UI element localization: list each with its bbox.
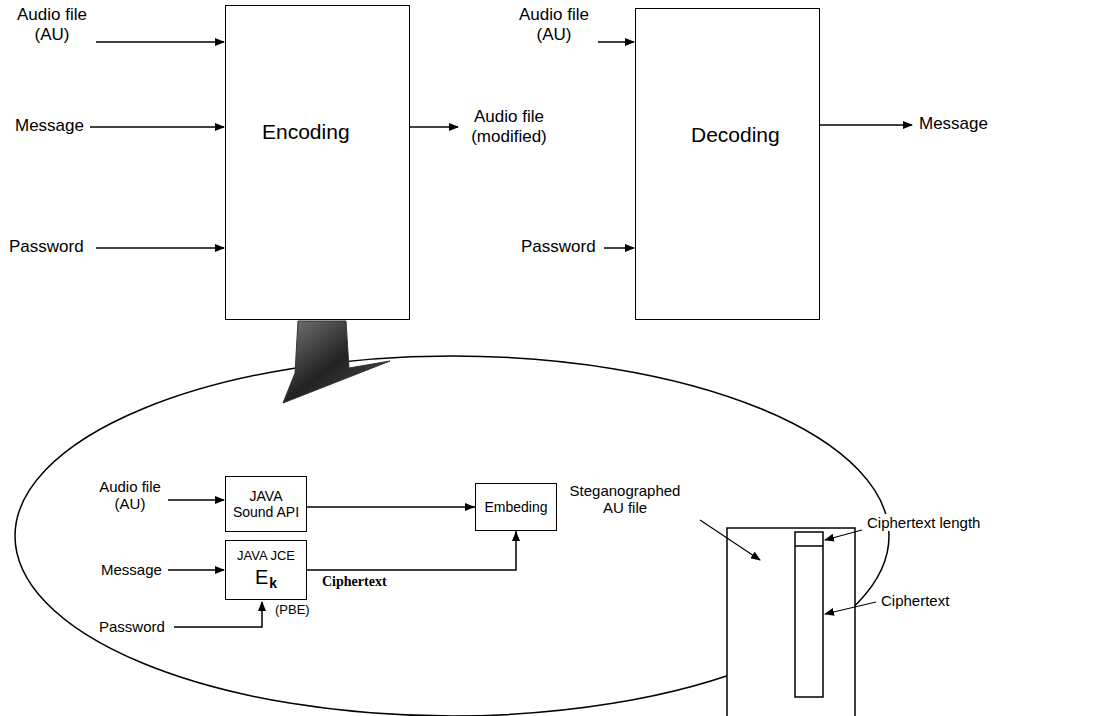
annotation-label: Audio file (AU) — [8, 5, 96, 44]
length-field-divider — [795, 545, 823, 547]
module-box: Embeding — [475, 483, 557, 531]
box-label: Embeding — [484, 499, 547, 515]
leader-lines — [700, 520, 876, 614]
annotation-label: Audio file (AU) — [510, 5, 598, 44]
payload-strip — [795, 532, 823, 697]
annotation-label: Password — [8, 237, 85, 257]
module-box: JAVA JCE Ek — [225, 540, 307, 600]
key-subscript: k — [269, 575, 277, 591]
module-box: JAVA Sound API — [225, 476, 307, 532]
box-label: JAVA JCE — [237, 549, 295, 564]
arrow-head — [465, 503, 475, 511]
connector-label: Ciphertext — [321, 574, 388, 590]
process-box: Encoding — [225, 5, 410, 320]
box-label: Encoding — [262, 120, 350, 144]
file-rectangle — [727, 528, 855, 716]
flow-connector — [307, 531, 520, 570]
connector-line — [307, 506, 475, 508]
annotation-label: Password — [98, 618, 166, 635]
annotation-label: Message — [918, 114, 989, 134]
annotation-label: Steganographed AU file — [560, 482, 690, 517]
annotation-label: Ciphertext length — [866, 514, 981, 531]
annotation-label: Password — [520, 237, 597, 257]
annotation-label: Audio file (AU) — [92, 478, 168, 513]
annotation-label: Ciphertext — [880, 592, 950, 609]
cipher-symbol: E — [255, 566, 268, 588]
annotation-label: (PBE) — [274, 603, 311, 618]
box-label: JAVA Sound API — [231, 488, 301, 520]
connector-line — [307, 531, 516, 570]
annotation-label: Audio file (modified) — [462, 107, 556, 146]
formula-row: Ek — [255, 566, 277, 591]
box-label: Decoding — [691, 123, 780, 147]
zoom-pointer — [283, 321, 390, 403]
arrow-head — [512, 531, 520, 541]
annotation-label: Message — [14, 116, 85, 136]
annotation-label: Message — [100, 561, 163, 578]
process-box: Decoding — [635, 8, 820, 320]
flow-connector — [307, 503, 475, 511]
